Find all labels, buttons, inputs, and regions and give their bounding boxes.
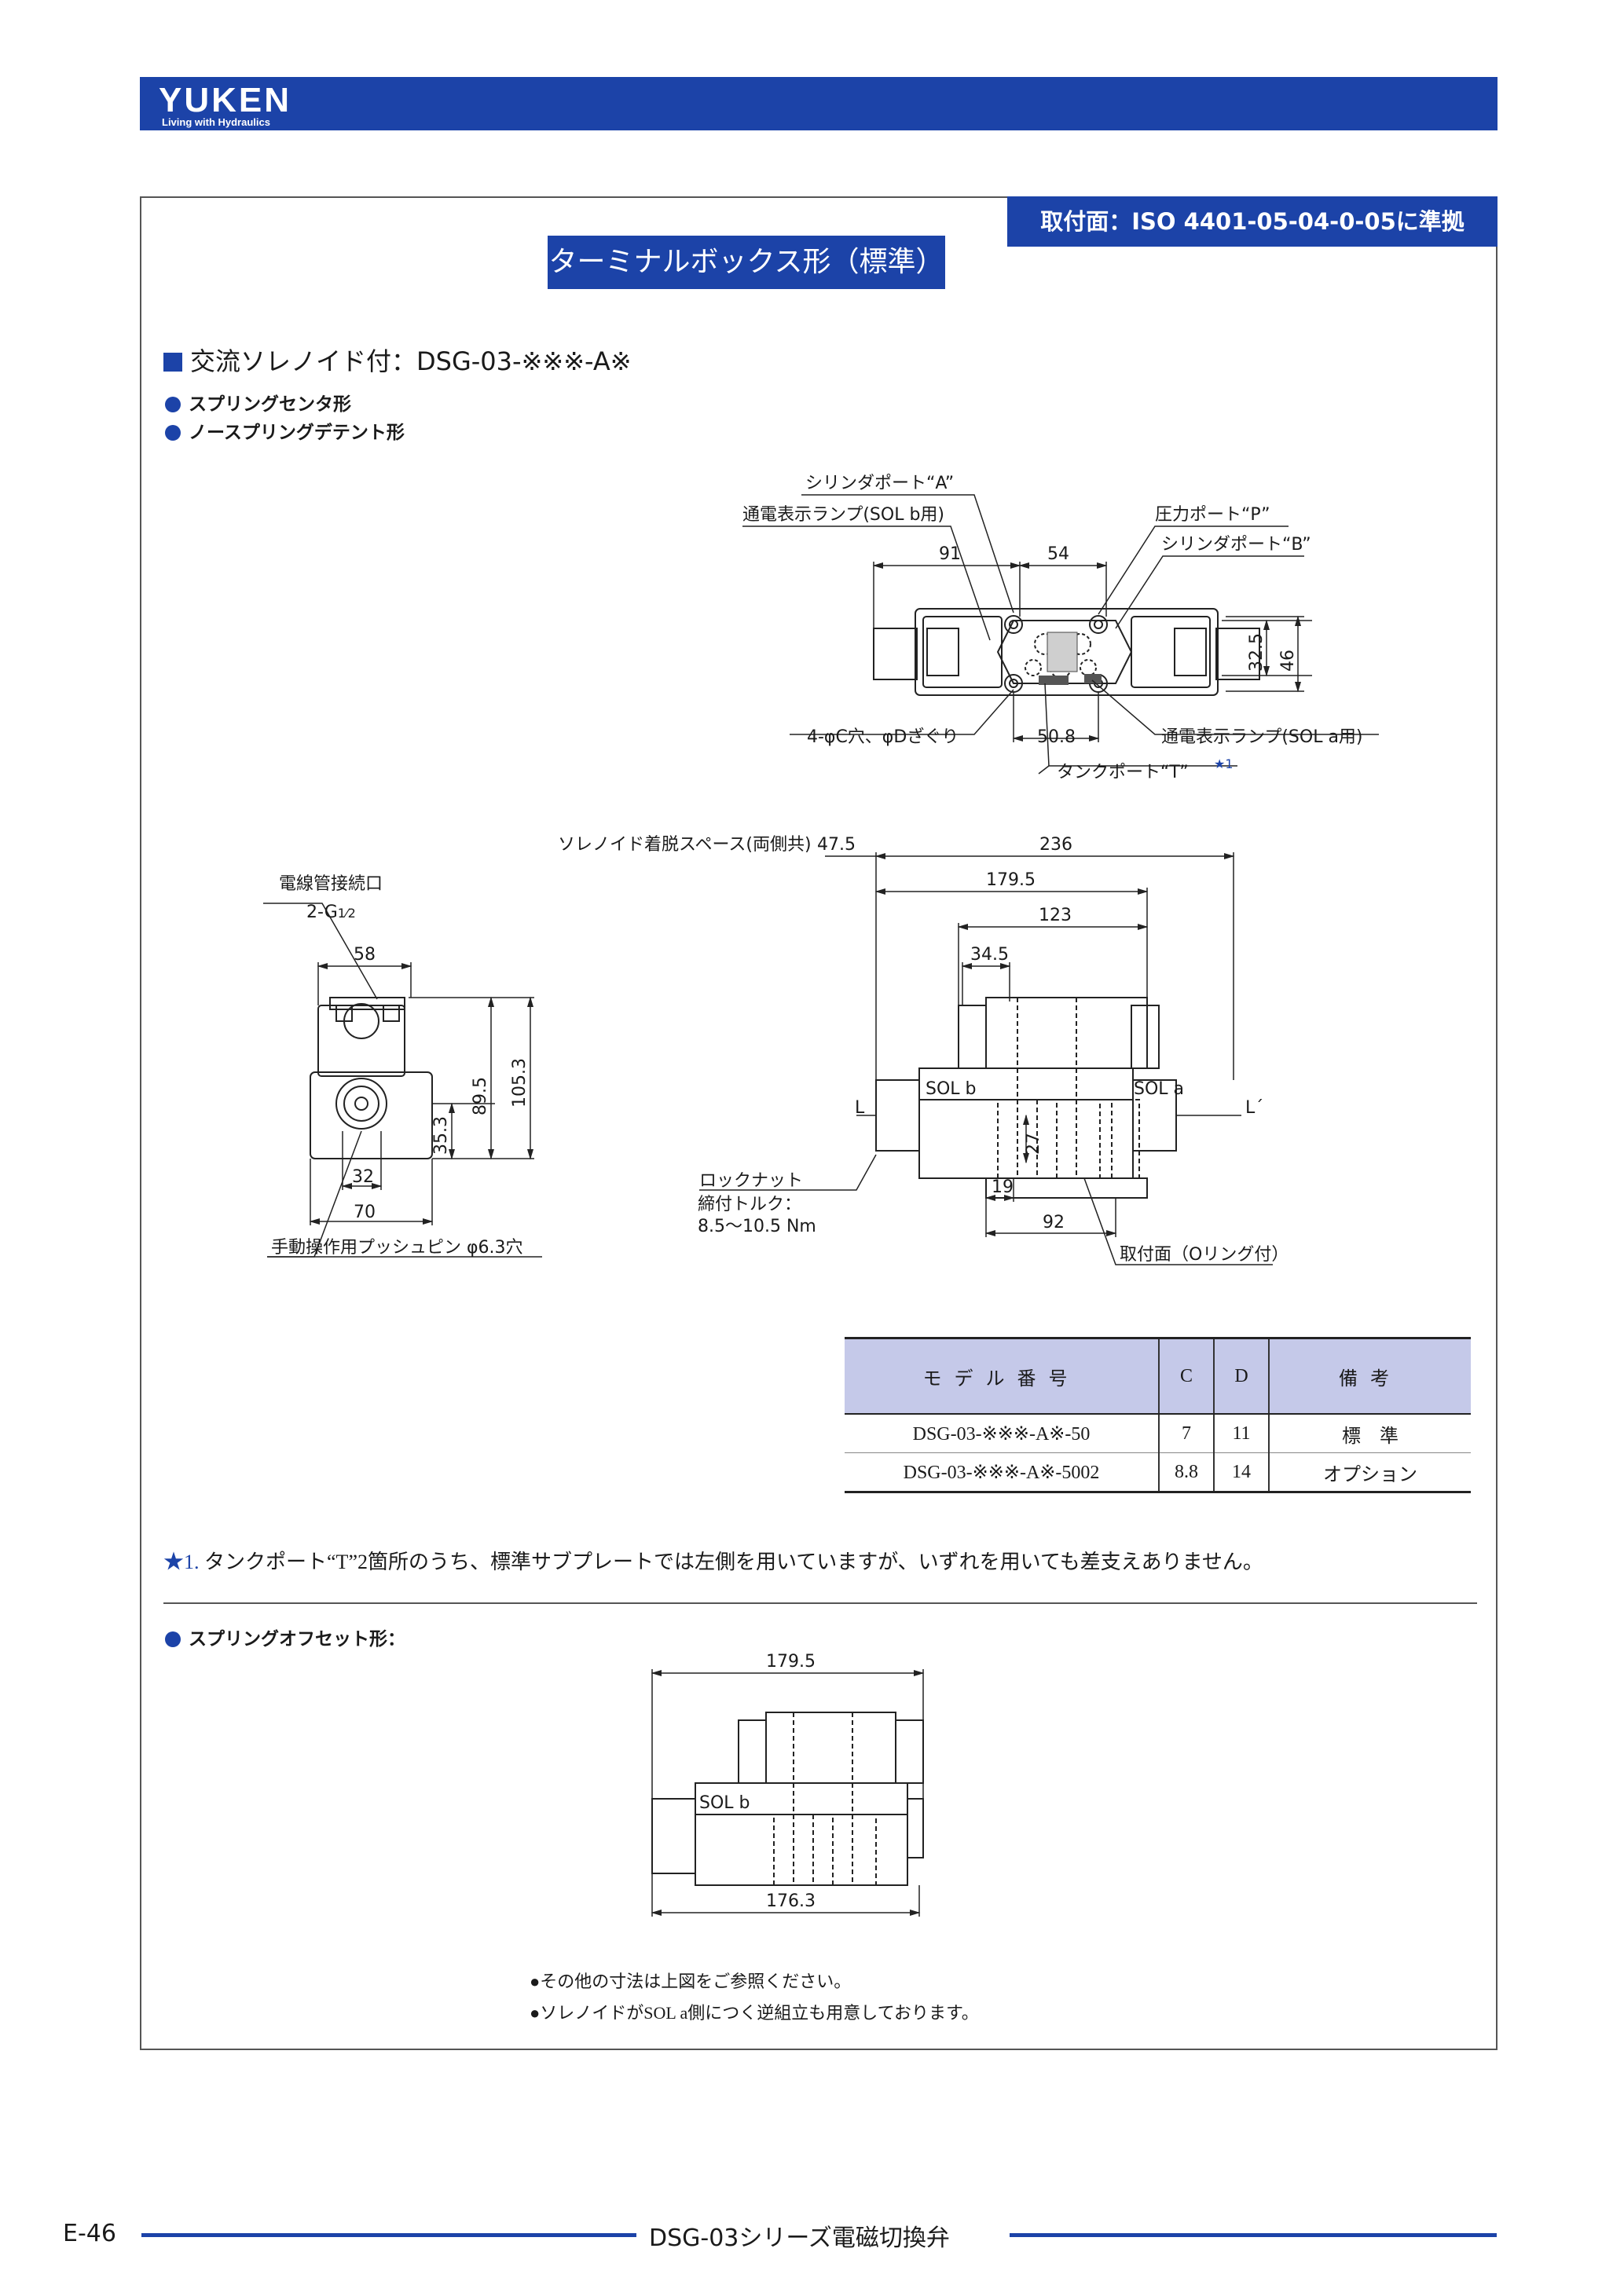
label-locknut: ロックナット <box>699 1171 803 1191</box>
label-solenoid-space: ソレノイド着脱スペース(両側共) <box>558 835 812 855</box>
dim-50-8: 50.8 <box>1037 727 1076 747</box>
dim-58: 58 <box>354 945 376 965</box>
offset-view <box>651 1669 925 1917</box>
dim-54: 54 <box>1047 544 1069 564</box>
label-cyl-port-a: シリンダポート“A” <box>805 474 954 493</box>
dim-32: 32 <box>352 1167 374 1187</box>
table-row: DSG-03-※※※-A※-5002 8.8 14 オプション <box>845 1452 1471 1493</box>
table-row: DSG-03-※※※-A※-50 7 11 標 準 <box>845 1414 1471 1453</box>
dim-123: 123 <box>1039 906 1072 925</box>
label-tank-port-t: タンクポート“T” <box>1057 763 1189 782</box>
dim-70: 70 <box>354 1203 376 1222</box>
square-icon <box>163 353 182 372</box>
box-type-title: ターミナルボックス形（標準） <box>548 236 945 289</box>
label-lamp-sol-b: 通電表示ランプ(SOL b用) <box>742 505 944 525</box>
label-torque-title: 締付トルク： <box>698 1195 801 1214</box>
bullet-dot-icon <box>165 425 181 441</box>
dim-32-5: 32.5 <box>1247 633 1267 672</box>
mounting-surface-banner: 取付面：ISO 4401-05-04-0-05に準拠 <box>1007 196 1498 247</box>
dim-236: 236 <box>1039 835 1072 855</box>
top-view <box>742 494 1379 774</box>
dim-19: 19 <box>992 1177 1014 1197</box>
footnote-1: ★1. タンクポート“T”2箇所のうち、標準サブプレートでは左側を用いていますが… <box>163 1551 1263 1573</box>
divider <box>163 1602 1477 1604</box>
label-torque-value: 8.5～10.5 Nm <box>698 1217 816 1236</box>
bullet-item: スプリングセンタ形 <box>165 393 351 416</box>
dim-47-5: 47.5 <box>817 835 856 855</box>
bullet-item: ノースプリングデテント形 <box>165 421 405 445</box>
model-table: モデル番号 C D 備考 DSG-03-※※※-A※-50 7 11 標 準 D… <box>845 1337 1471 1493</box>
label-cyl-port-b: シリンダポート“B” <box>1161 535 1311 555</box>
dim-35-3: 35.3 <box>431 1116 451 1155</box>
label-l: L <box>855 1098 865 1118</box>
dim-89-5: 89.5 <box>471 1077 490 1115</box>
dim-27: 27 <box>1024 1133 1043 1155</box>
offset-heading: スプリングオフセット形： <box>165 1628 405 1651</box>
col-header-model: モデル番号 <box>845 1337 1160 1415</box>
footer-line-right <box>1010 2233 1497 2237</box>
star-icon: ★1. <box>163 1551 200 1573</box>
dim-91: 91 <box>939 544 961 564</box>
label-pressure-port-p: 圧力ポート“P” <box>1155 505 1270 525</box>
offset-dim-176-3: 176.3 <box>766 1891 816 1911</box>
label-conduit: 電線管接続口 <box>279 874 383 894</box>
offset-dim-179-5: 179.5 <box>766 1652 816 1672</box>
content-frame <box>140 196 1498 2050</box>
table-header-row: モデル番号 C D 備考 <box>845 1337 1471 1415</box>
col-header-c: C <box>1159 1337 1215 1415</box>
dim-34-5: 34.5 <box>970 945 1009 965</box>
yuken-logo: YUKEN <box>159 81 292 119</box>
offset-label-sol-b: SOL b <box>699 1793 750 1813</box>
page-number: E-46 <box>63 2220 116 2247</box>
label-holes: 4-φC穴、φDざぐり <box>807 727 959 747</box>
label-l-prime: L´ <box>1245 1098 1263 1118</box>
label-lamp-sol-a: 通電表示ランプ(SOL a用) <box>1161 727 1363 747</box>
star-icon: ★1 <box>1214 756 1234 771</box>
label-mounting-face: 取付面（Oリング付） <box>1120 1245 1289 1265</box>
footer-line-left <box>141 2233 636 2237</box>
label-sol-a: SOL a <box>1134 1079 1184 1099</box>
col-header-d: D <box>1214 1337 1270 1415</box>
label-conduit-size: 2-G1⁄2 <box>306 903 356 922</box>
note-reverse-assembly: ●ソレノイドがSOL a側につく逆組立も用意しております。 <box>530 2003 979 2023</box>
dim-105-3: 105.3 <box>510 1058 530 1108</box>
dim-179-5: 179.5 <box>986 870 1036 890</box>
label-manual-pin: 手動操作用プッシュピン φ6.3穴 <box>271 1238 523 1258</box>
side-view <box>263 903 542 1258</box>
dim-46: 46 <box>1278 650 1298 672</box>
col-header-remarks: 備考 <box>1269 1337 1471 1415</box>
section-title: 交流ソレノイド付：DSG-03-※※※-A※ <box>190 346 632 376</box>
dim-92: 92 <box>1043 1213 1065 1232</box>
logo-tagline: Living with Hydraulics <box>162 116 270 128</box>
footer-title: DSG-03シリーズ電磁切換弁 <box>649 2225 950 2252</box>
label-sol-b: SOL b <box>926 1079 977 1099</box>
note-other-dims: ●その他の寸法は上図をご参照ください。 <box>530 1972 852 1991</box>
bullet-dot-icon <box>165 1631 181 1647</box>
header-bar <box>140 77 1498 130</box>
front-view <box>699 852 1273 1265</box>
bullet-dot-icon <box>165 397 181 412</box>
section-heading: 交流ソレノイド付：DSG-03-※※※-A※ <box>163 346 632 377</box>
